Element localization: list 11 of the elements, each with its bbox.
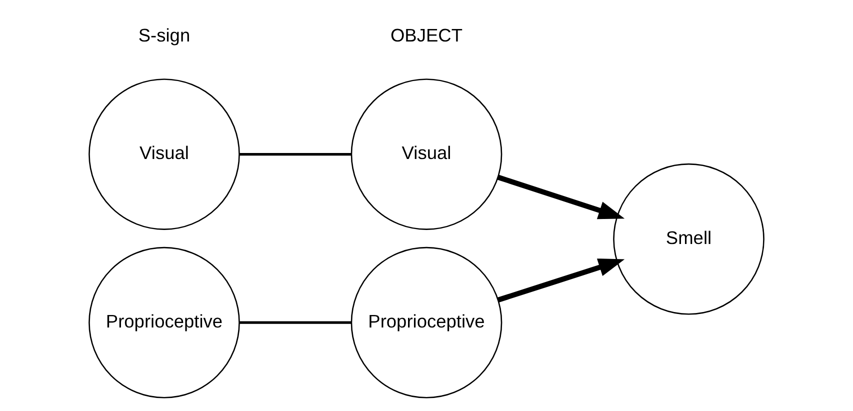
node-circle: Smell bbox=[613, 163, 764, 315]
node-circle: Proprioceptive bbox=[350, 246, 502, 398]
label: OBJECT bbox=[390, 24, 462, 46]
arrow bbox=[497, 258, 625, 302]
label: S-sign bbox=[138, 24, 190, 46]
node-circle: Proprioceptive bbox=[88, 246, 240, 398]
node-circle: Visual bbox=[88, 78, 240, 230]
connector bbox=[240, 321, 352, 324]
connector bbox=[240, 152, 352, 156]
node-circle: Visual bbox=[350, 78, 502, 230]
arrow bbox=[497, 174, 625, 220]
